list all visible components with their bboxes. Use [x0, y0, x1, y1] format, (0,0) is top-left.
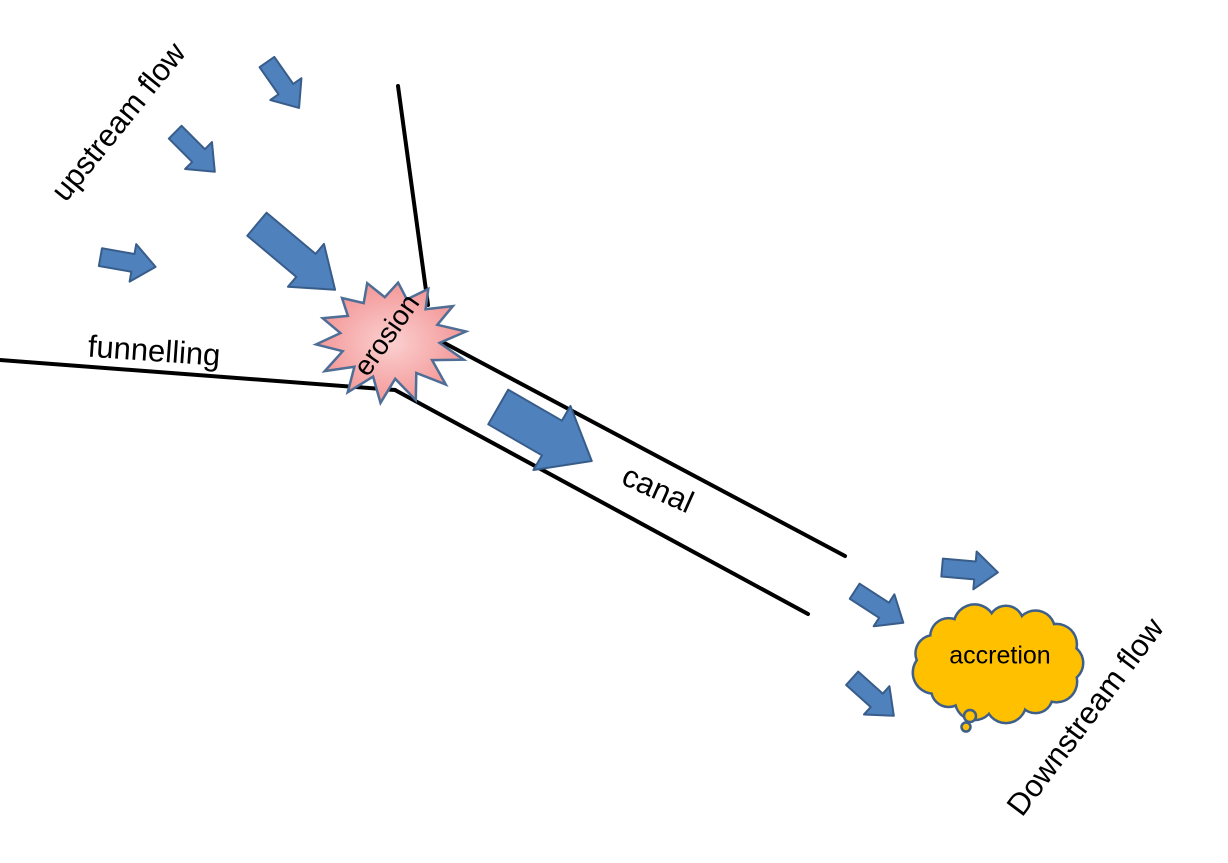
block-arrow-icon: [167, 124, 216, 173]
flow-arrows: [97, 55, 999, 717]
block-arrow-icon: [487, 388, 593, 472]
upstream-flow-label: upstream flow: [44, 35, 193, 207]
explosion-burst-icon: [312, 280, 470, 406]
funnel-left-bank: [0, 358, 397, 392]
canal-label: canal: [617, 458, 699, 520]
funnel-right-bank: [396, 84, 430, 307]
boundary-lines: [0, 84, 847, 616]
block-arrow-icon: [258, 55, 303, 109]
erosion-burst: erosion: [312, 280, 470, 406]
cloud-icon: [911, 603, 1085, 733]
canal-upper-bank: [433, 336, 847, 558]
accretion-label: accretion: [949, 642, 1050, 670]
block-arrow-icon: [845, 670, 895, 717]
block-arrow-icon: [97, 243, 157, 283]
accretion-cloud: accretion: [911, 603, 1085, 733]
block-arrow-icon: [940, 550, 999, 591]
block-arrow-icon: [848, 582, 905, 628]
canal-lower-bank: [393, 388, 810, 616]
block-arrow-icon: [246, 211, 337, 291]
